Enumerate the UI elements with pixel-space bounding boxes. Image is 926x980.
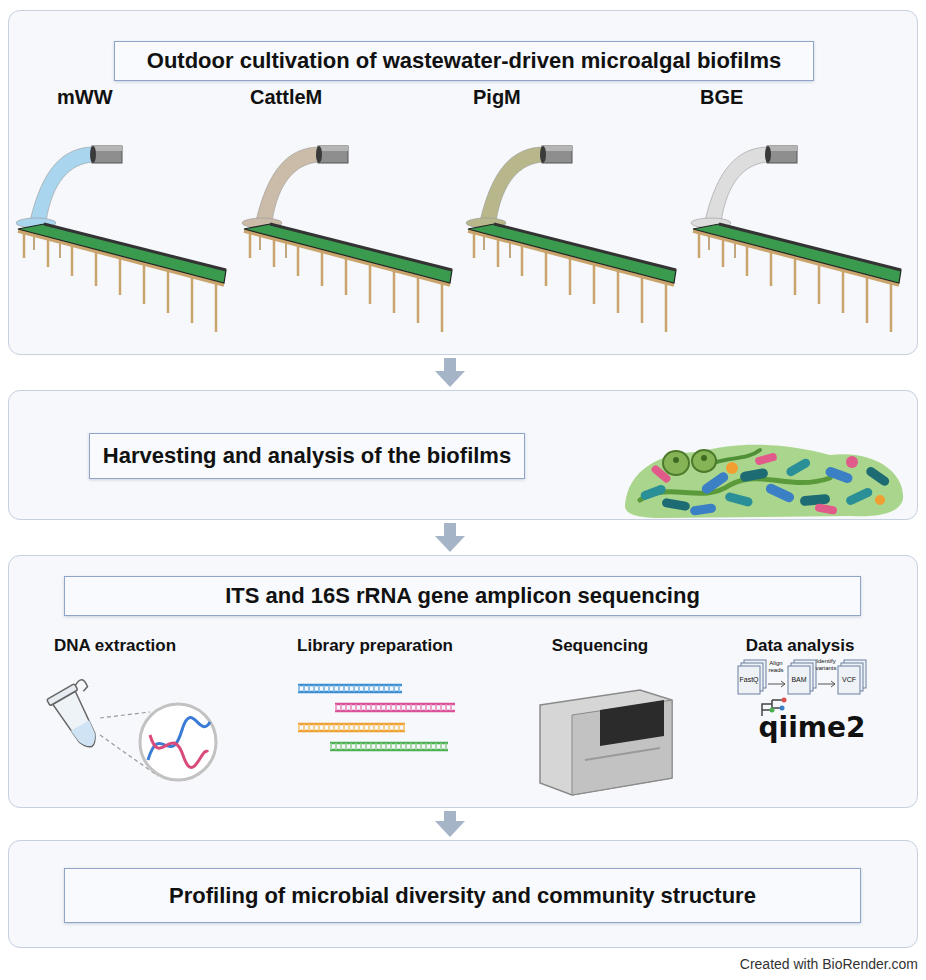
- stage-title: Profiling of microbial diversity and com…: [64, 868, 861, 923]
- step-label: Library preparation: [297, 636, 453, 656]
- stream-label: BGE: [700, 86, 743, 109]
- credit-note: Created with BioRender.com: [740, 956, 918, 972]
- step-label: Data analysis: [746, 636, 855, 656]
- flow-arrow: [444, 523, 456, 536]
- stream-label: mWW: [57, 86, 113, 109]
- stream-label: CattleM: [250, 86, 322, 109]
- file-label: VCF: [842, 676, 856, 684]
- logo-text: qiime2: [759, 712, 866, 744]
- flow-arrow: [444, 358, 456, 371]
- stage-title: Outdoor cultivation of wastewater-driven…: [114, 41, 814, 81]
- stage-panel: Harvesting and analysis of the biofilms: [8, 390, 918, 520]
- stage-title: Harvesting and analysis of the biofilms: [89, 433, 525, 479]
- stage-title: ITS and 16S rRNA gene amplicon sequencin…: [64, 576, 861, 616]
- step-label: DNA extraction: [54, 636, 176, 656]
- file-label: Identify variants: [813, 658, 839, 672]
- step-label: Sequencing: [552, 636, 648, 656]
- file-label: BAM: [791, 676, 806, 684]
- stream-label: PigM: [473, 86, 521, 109]
- stage-panel: Profiling of microbial diversity and com…: [8, 840, 918, 948]
- biofilm-illustration: [625, 445, 903, 518]
- stage-panel: Outdoor cultivation of wastewater-driven…: [8, 10, 918, 355]
- file-label: Align reads: [764, 660, 788, 674]
- file-label: FastQ: [739, 676, 758, 684]
- stage-panel: ITS and 16S rRNA gene amplicon sequencin…: [8, 555, 918, 808]
- flow-arrow: [444, 811, 456, 821]
